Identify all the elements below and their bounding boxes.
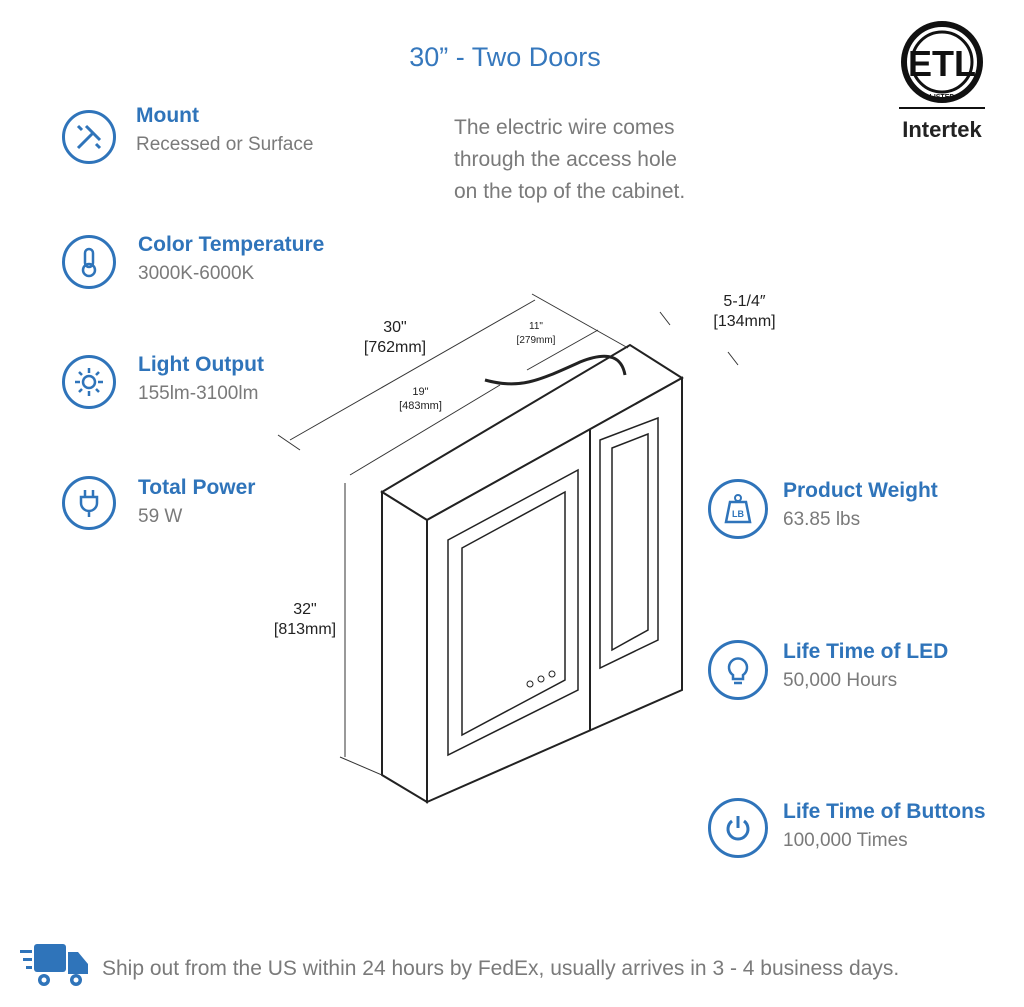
spec-label: Light Output	[138, 353, 264, 376]
note-line: The electric wire comes	[454, 116, 675, 139]
dim-in: 30"	[383, 319, 407, 336]
dim-mm: [134mm]	[713, 313, 776, 330]
dim-in: 5-1/4″	[723, 293, 766, 310]
svg-text:ETL: ETL	[908, 43, 976, 84]
svg-text:LISTED: LISTED	[930, 94, 955, 101]
touch-button-icon	[548, 670, 556, 678]
spec-value: 50,000 Hours	[783, 670, 898, 691]
touch-button-icon	[526, 680, 534, 688]
dim-mm: [483mm]	[399, 400, 442, 412]
svg-text:LB: LB	[732, 509, 744, 519]
left-door-frame	[447, 468, 579, 757]
dim-right-offset: 11" [279mm]	[506, 320, 566, 348]
dim-in: 11"	[529, 321, 543, 332]
spec-label: Mount	[136, 104, 199, 127]
dim-mm: [813mm]	[273, 621, 337, 638]
note-line: through the access hole	[454, 148, 677, 171]
dimension-lines	[277, 293, 739, 776]
thermometer-icon	[62, 235, 116, 289]
shipping-info: Ship out from the US within 24 hours by …	[102, 957, 900, 980]
dim-height: 32" [813mm]	[265, 600, 345, 640]
dim-width: 30" [762mm]	[355, 318, 435, 358]
spec-label: Total Power	[138, 476, 256, 499]
electric-wire	[484, 354, 627, 386]
spec-value: 59 W	[138, 506, 183, 527]
spec-value: 155lm-3100lm	[138, 383, 259, 404]
etl-intertek-logo: ETL LISTED Intertek	[897, 20, 987, 143]
spec-label: Life Time of LED	[783, 640, 949, 663]
tools-icon	[62, 110, 116, 164]
bulb-icon	[708, 640, 768, 700]
page-title: 30” - Two Doors	[409, 42, 601, 72]
dim-left-offset: 19" [483mm]	[388, 385, 453, 413]
weight-icon: LB	[708, 479, 768, 539]
dim-in: 19"	[412, 386, 429, 398]
spec-value: 63.85 lbs	[783, 509, 861, 530]
spec-label: Color Temperature	[138, 233, 325, 256]
etl-logo-icon: ETL LISTED	[899, 21, 985, 109]
spec-value: 100,000 Times	[783, 830, 908, 851]
sun-icon	[62, 355, 116, 409]
cabinet-side-face	[381, 490, 428, 804]
dim-depth: 5-1/4″ [134mm]	[702, 292, 787, 332]
dim-mm: [762mm]	[363, 339, 427, 356]
delivery-truck-icon	[20, 944, 88, 986]
spec-value: Recessed or Surface	[136, 134, 314, 155]
spec-label: Life Time of Buttons	[783, 800, 986, 823]
spec-label: Product Weight	[783, 479, 938, 502]
touch-button-icon	[537, 675, 545, 683]
dim-in: 32"	[293, 601, 317, 618]
right-door-inner	[611, 432, 649, 652]
spec-value: 3000K-6000K	[138, 263, 255, 284]
cabinet-front-face	[426, 376, 683, 804]
note-line: on the top of the cabinet.	[454, 180, 686, 203]
power-icon	[708, 798, 768, 858]
plug-icon	[62, 476, 116, 530]
left-door-inner	[461, 490, 566, 737]
intertek-text: Intertek	[902, 117, 982, 142]
dim-mm: [279mm]	[516, 335, 556, 346]
wire-note: The electric wire comes through the acce…	[454, 112, 685, 208]
right-door-frame	[599, 416, 659, 670]
